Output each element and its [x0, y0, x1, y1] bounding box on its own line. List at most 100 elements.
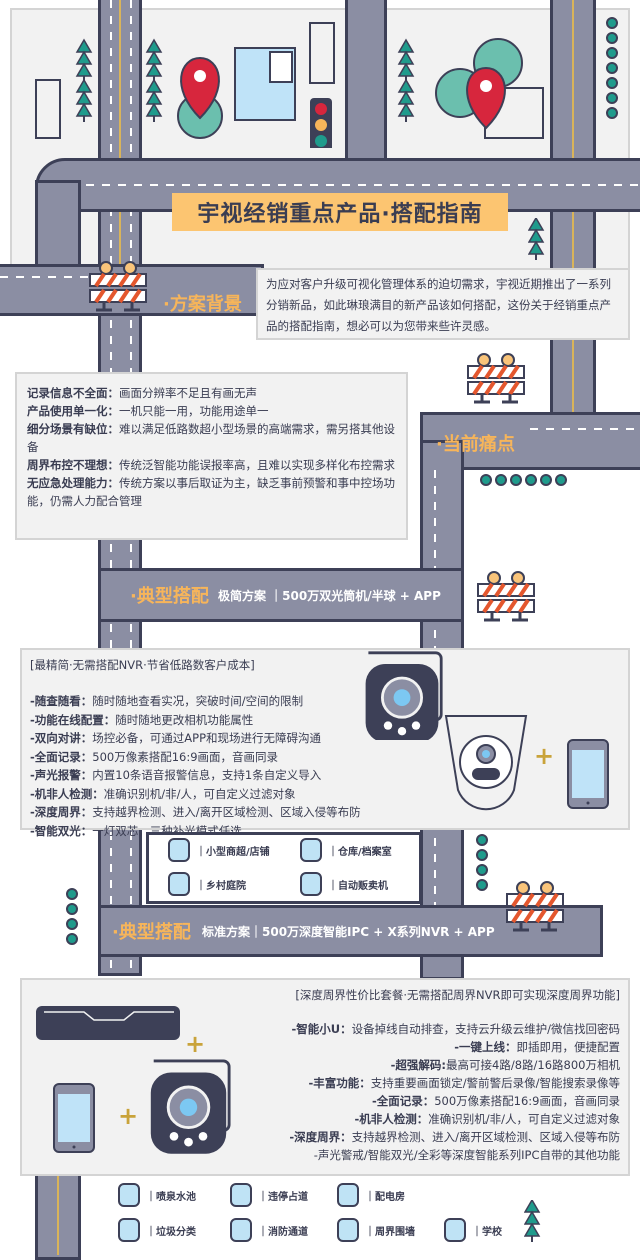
scene-label: ｜仓库/档案室: [328, 846, 392, 858]
feature-text: 设备掉线自动排查，支持云升级云维护/微信找回密码: [351, 1022, 620, 1036]
simple-plan-box: [最精简·无需搭配NVR·节省低路数客户成本] -随查随看：随时随地查看实况，突…: [20, 648, 630, 838]
feature-label: -一键上线：: [454, 1040, 517, 1054]
feature-text: 画面分辨率不足且有画无声: [119, 386, 257, 400]
scene-small-store: ｜小型商超/店铺: [168, 838, 270, 862]
scene-label: ｜违停占道: [258, 1191, 308, 1203]
plus-icon: +: [534, 742, 555, 770]
scene-vending-machine: ｜自动贩卖机: [300, 872, 388, 896]
scene-illegal-parking: ｜违停占道: [230, 1183, 308, 1207]
road-curve: [35, 180, 81, 270]
feature-line: -机非人检测：准确识别机/非/人，可自定义过滤对象: [30, 1110, 620, 1128]
fire-extinguisher-icon: [230, 1218, 252, 1242]
feature-text: -声光警戒/智能双光/全彩等深度智能系列IPC自带的其他功能: [313, 1148, 620, 1162]
feature-label: -丰富功能：: [308, 1076, 371, 1090]
feature-text: 支持越界检测、进入/离开区域检测、区域入侵等布防: [92, 805, 361, 819]
trash-icon: [118, 1218, 140, 1242]
scene-school: ｜学校: [444, 1218, 502, 1242]
box-icon: [300, 838, 322, 862]
simple-plan-subtitle: 极简方案 ｜500万双光筒机/半球 + APP: [218, 589, 441, 603]
feature-line: -深度周界：支持越界检测、进入/离开区域检测、区域入侵等布防: [30, 803, 620, 822]
city-map-illustration: [35, 22, 544, 148]
feature-line: 记录信息不全面：画面分辨率不足且有画无声: [27, 384, 396, 402]
barrier-icon: [505, 880, 565, 932]
background-text: 为应对客户升级可视化管理体系的迫切需求，宇视近期推出了一系列分销新品，如此琳琅满…: [256, 268, 630, 340]
feature-text: 500万像素搭配16:9画面，音画同录: [92, 749, 279, 764]
feature-text: 内置10条语音报警信息，支持1条自定义导入: [92, 768, 322, 782]
feature-line: -一键上线：即插即用，便捷配置: [30, 1038, 620, 1056]
nvr-icon: [36, 1006, 180, 1040]
feature-text: 准确识别机/非/人，可自定义过滤对象: [428, 1112, 620, 1126]
scene-garbage: ｜垃圾分类: [118, 1218, 196, 1242]
feature-line: -随查随看：随时随地查看实况，突破时间/空间的限制: [30, 692, 620, 711]
scene-label: ｜喷泉水池: [146, 1191, 196, 1203]
scene-label: ｜消防通道: [258, 1226, 308, 1238]
feature-line: -智能小U：设备掉线自动排查，支持云升级云维护/微信找回密码: [30, 1020, 621, 1038]
plus-icon: +: [118, 1102, 139, 1130]
feature-label: 细分场景有缺位：: [27, 422, 119, 436]
feature-text: 随时随地更改相机功能属性: [115, 712, 254, 727]
feature-label: -机非人检测：: [354, 1112, 429, 1126]
feature-line: 产品使用单一化：一机只能一用，功能用途单一: [27, 402, 396, 420]
barrier-icon: [88, 260, 148, 312]
school-icon: [444, 1218, 466, 1242]
road-top-vertical: [345, 0, 387, 166]
road-simple: [98, 568, 464, 622]
feature-line: 周界布控不理想：传统泛智能功能误报率高，且难以实现多样化布控需求: [27, 456, 396, 474]
dome-camera-icon: [444, 715, 528, 811]
feature-text: 难以满足低路数超小型场景的高端需求，需另搭其他设备: [27, 422, 395, 454]
feature-text: 随时随地查看实况，突破时间/空间的限制: [92, 694, 304, 708]
feature-text: 即插即用，便捷配置: [516, 1040, 621, 1054]
yard-icon: [168, 872, 190, 896]
feature-line: -声光警戒/智能双光/全彩等深度智能系列IPC自带的其他功能: [30, 1146, 620, 1164]
standard-plan-heading: ·典型搭配: [112, 922, 191, 943]
scene-label: ｜周界围墙: [365, 1226, 415, 1238]
power-icon: [337, 1183, 359, 1207]
scene-label: ｜垃圾分类: [146, 1226, 196, 1238]
phone-icon: [567, 739, 609, 809]
teal-dots: [66, 888, 78, 945]
feature-label: 无应急处理能力：: [27, 476, 119, 490]
feature-text: 场控必备，可通过APP和现场进行无障碍沟通: [92, 731, 322, 745]
bullet-camera-icon: [364, 651, 443, 740]
scene-label: ｜配电房: [365, 1191, 405, 1203]
feature-text: 支持重要画面锁定/警前警后录像/智能搜索录像等: [370, 1076, 620, 1090]
feature-line: -超强解码:最高可接4路/8路/16路800万相机: [30, 1056, 620, 1074]
feature-line: -机非人检测：准确识别机/非/人，可自定义过滤对象: [30, 785, 620, 804]
feature-line: 细分场景有缺位：难以满足低路数超小型场景的高端需求，需另搭其他设备: [27, 420, 396, 456]
feature-text: 最高可接4路/8路/16路800万相机: [446, 1058, 620, 1072]
scene-label: ｜小型商超/店铺: [196, 846, 270, 858]
vending-icon: [300, 872, 322, 896]
pain-points-heading: ·当前痛点: [436, 434, 515, 455]
feature-text: 准确识别机/非/人，可自定义过滤对象: [103, 786, 296, 801]
scene-power-room: ｜配电房: [337, 1183, 405, 1207]
store-icon: [168, 838, 190, 862]
feature-line: 无应急处理能力：传统方案以事后取证为主，缺乏事前预警和事中控场功能，仍需人力配合…: [27, 474, 396, 510]
scene-perimeter-wall: ｜周界围墙: [337, 1218, 415, 1242]
feature-label: -随查随看：: [30, 694, 93, 708]
feature-label: -全面记录：: [30, 749, 93, 764]
teal-dots: [476, 834, 488, 891]
bullet-camera-icon: [149, 1059, 231, 1154]
scene-fountain: ｜喷泉水池: [118, 1183, 196, 1207]
feature-label: -功能在线配置：: [30, 712, 116, 727]
feature-label: -超强解码:: [390, 1058, 447, 1072]
feature-label: -全面记录：: [371, 1094, 435, 1108]
simple-plan-tagline: [最精简·无需搭配NVR·节省低路数客户成本]: [30, 658, 255, 672]
feature-text: 传统泛智能功能误报率高，且难以实现多样化布控需求: [119, 458, 395, 472]
feature-text: 一机只能一用，功能用途单一: [119, 404, 269, 418]
feature-text: 支持越界检测、进入/离开区域检测、区域入侵等布防: [351, 1130, 620, 1144]
feature-label: -深度周界：: [30, 805, 93, 819]
teal-dots: [480, 474, 567, 486]
barrier-icon: [466, 352, 526, 404]
feature-label: 记录信息不全面：: [27, 386, 119, 400]
feature-label: -双向对讲：: [30, 731, 93, 745]
feature-label: 产品使用单一化：: [27, 404, 119, 418]
feature-line: -全面记录：500万像素搭配16:9画面，音画同录: [30, 748, 620, 767]
feature-line: -深度周界：支持越界检测、进入/离开区域检测、区域入侵等布防: [30, 1128, 620, 1146]
wall-icon: [337, 1218, 359, 1242]
barrier-icon: [476, 570, 536, 622]
scene-label: ｜学校: [472, 1226, 502, 1238]
feature-label: 周界布控不理想：: [27, 458, 119, 472]
standard-plan-subtitle: 标准方案｜500万深度智能IPC + X系列NVR + APP: [202, 925, 495, 939]
plus-icon: +: [185, 1030, 206, 1058]
